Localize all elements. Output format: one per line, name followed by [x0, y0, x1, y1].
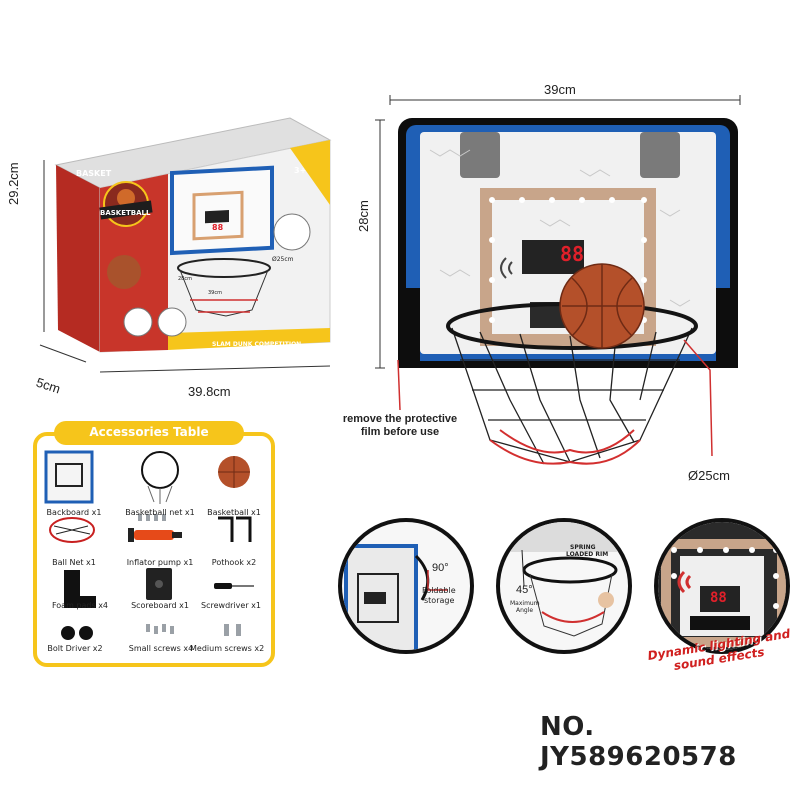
accessory-label: Backboard x1: [46, 508, 102, 517]
box-score-display: 88: [212, 223, 224, 232]
lighting-detail-illustration: [654, 518, 790, 654]
accessory-label: Bolt Driver x2: [47, 644, 103, 653]
lighting-detail: 88 Dynamic lighting and sound effects: [647, 516, 794, 673]
medium-screws-icon: [224, 624, 241, 636]
rim-label-1: SPRING: [570, 544, 596, 551]
box-brand-label: BASKETBALL: [100, 209, 151, 217]
foldable-angle: 90°: [432, 562, 449, 574]
backboard-icon: [44, 450, 94, 504]
screws-icon: [138, 514, 166, 521]
pothook-icon: [218, 516, 252, 542]
box-height-dimension: 29.2cm: [6, 162, 21, 205]
inflator-pump-icon: [128, 528, 182, 542]
main-product: 39cm 28cm 88 Ø25cm remove the protective…: [340, 70, 800, 510]
accessory-label: Medium screws x2: [190, 644, 265, 653]
accessories-grid: Backboard x1 Basketball net x1 Basketbal…: [38, 448, 264, 658]
product-width-dimension: 39cm: [544, 82, 576, 97]
accessory-label: Small screws x4: [128, 644, 194, 653]
rim-detail: SPRING LOADED RIM 45° Maximum Angle: [494, 516, 634, 656]
small-screws-icon: [146, 624, 174, 634]
box-age-badge: 3+: [294, 166, 307, 175]
protective-film-note: remove the protective film before use: [330, 413, 470, 439]
foldable-label-2: storage: [424, 596, 455, 605]
accessory-label: Foam pads x4: [51, 601, 109, 610]
accessory-label: Basketball net x1: [125, 508, 195, 517]
box-hoop-label: Ø25cm: [272, 256, 294, 263]
basketball-item-icon: [218, 456, 250, 488]
accessory-label: Basketball x1: [207, 508, 261, 517]
bolt-driver-icon: [61, 626, 93, 640]
max-angle-label-2: Angle: [516, 607, 534, 614]
foldable-detail: 90° Foldable storage: [336, 516, 476, 656]
ball-net-icon: [49, 517, 95, 543]
accessories-icons: [44, 450, 254, 640]
hoop-illustration: [375, 95, 741, 465]
model-number: NO. JY589620578: [540, 712, 737, 772]
brand-shield: [99, 181, 153, 227]
rim-detail-illustration: [496, 518, 632, 654]
rim-label-2: LOADED RIM: [566, 551, 609, 558]
product-box-illustration: [39, 117, 332, 373]
product-box: BASKET BASKETBALL 3+ SLAM DUNK COMPETITI…: [0, 0, 340, 400]
box-width-label: 39cm: [208, 290, 222, 296]
note-line-1: remove the protective: [342, 413, 458, 425]
hoop-diameter-label: Ø25cm: [688, 468, 730, 483]
accessories-title: Accessories Table: [54, 421, 244, 445]
foldable-detail-illustration: [338, 518, 474, 654]
box-height-label: 28cm: [178, 276, 192, 282]
accessory-label: Inflator pump x1: [126, 558, 194, 567]
basketball-icon: [559, 263, 645, 349]
box-slogan: SLAM DUNK COMPETITION: [212, 341, 302, 348]
product-height-dimension: 28cm: [356, 200, 371, 232]
scoreboard-icon: [146, 568, 172, 600]
box-width-dimension: 39.8cm: [188, 384, 231, 399]
accessory-label: Ball Net x1: [52, 558, 96, 567]
basketball-net-icon: [141, 451, 179, 504]
max-angle-value: 45°: [516, 584, 533, 596]
max-angle-label-1: Maximum: [510, 600, 540, 607]
foam-pads-icon: [64, 570, 96, 608]
scoreboard-digits: 88: [560, 242, 585, 266]
accessory-label: Scoreboard x1: [131, 601, 189, 610]
screwdriver-icon: [214, 583, 254, 589]
accessory-label: Screwdriver x1: [201, 601, 261, 610]
note-line-2: film before use: [360, 426, 440, 438]
detail-score-digits: 88: [710, 590, 727, 606]
foldable-label-1: Foldable: [422, 586, 456, 595]
accessory-label: Pothook x2: [211, 558, 257, 567]
box-corner-text: BASKET: [76, 169, 112, 178]
